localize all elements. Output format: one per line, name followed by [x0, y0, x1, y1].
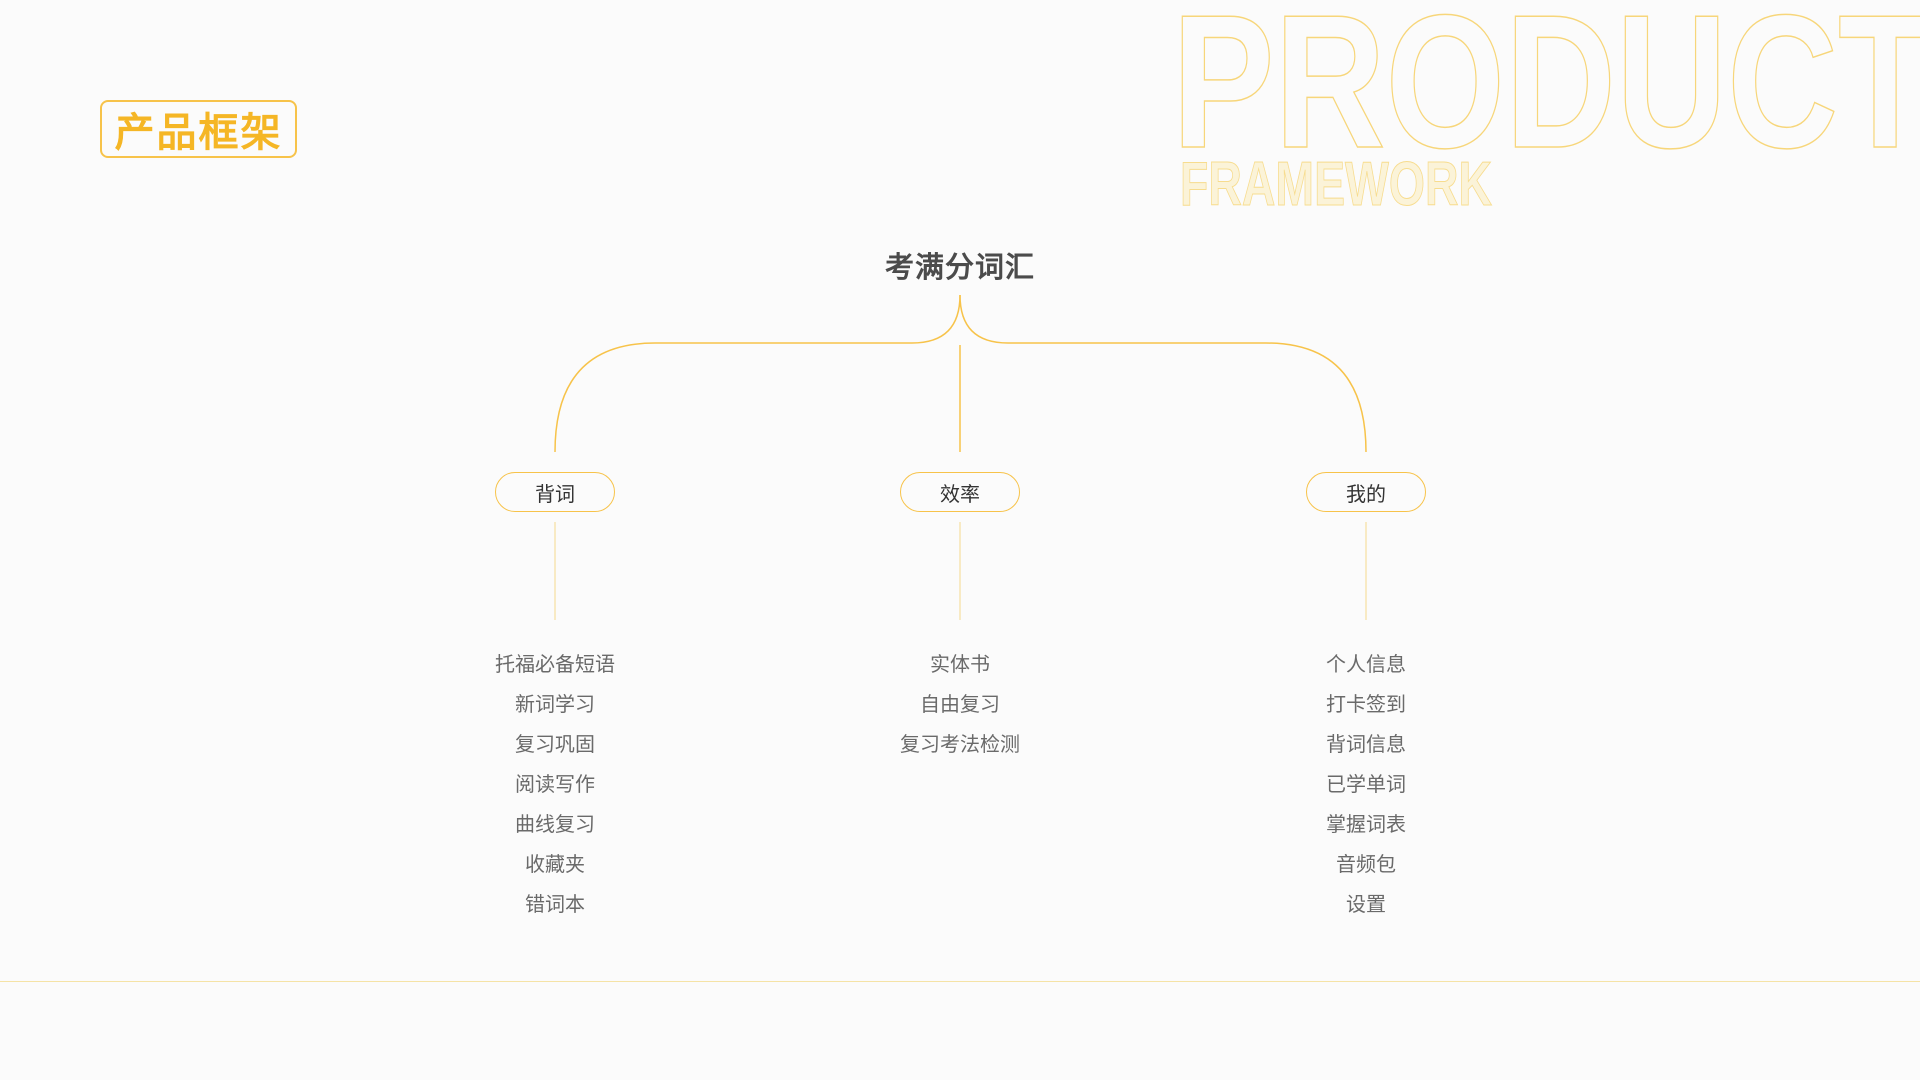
watermark-line-1: PRODUCT [1172, 0, 1920, 188]
leaf-item: 掌握词表 [1326, 812, 1406, 836]
leaf-item: 打卡签到 [1326, 692, 1406, 716]
leaf-item: 音频包 [1336, 852, 1396, 876]
section-tag: 产品框架 [100, 100, 297, 158]
leaf-item: 已学单词 [1326, 772, 1406, 796]
root-node: 考满分词汇 [884, 250, 1035, 284]
leaf-item: 背词信息 [1326, 732, 1406, 756]
branch-node-memorize: 背词 [495, 472, 615, 512]
leaf-item: 复习巩固 [515, 732, 595, 756]
branch-node-mine: 我的 [1306, 472, 1426, 512]
leaf-item: 个人信息 [1326, 652, 1406, 676]
leaf-item: 收藏夹 [525, 852, 585, 876]
leaf-item: 复习考法检测 [900, 732, 1020, 756]
leaf-item: 阅读写作 [515, 772, 595, 796]
connector-left-branch [554, 294, 961, 453]
leaf-item: 错词本 [525, 892, 585, 916]
leaf-list-mine: 个人信息 打卡签到 背词信息 已学单词 掌握词表 音频包 设置 [1246, 644, 1486, 924]
leaf-item: 设置 [1346, 892, 1386, 916]
leaf-list-efficiency: 实体书 自由复习 复习考法检测 [840, 644, 1080, 764]
watermark-line-2: FRAMEWORK [1180, 150, 1492, 219]
leaf-item: 实体书 [930, 652, 990, 676]
leaf-item: 曲线复习 [515, 812, 595, 836]
connector-right-branch [959, 294, 1367, 453]
leaf-item: 自由复习 [920, 692, 1000, 716]
footer-divider [0, 981, 1920, 982]
branch-node-efficiency: 效率 [900, 472, 1020, 512]
leaf-item: 托福必备短语 [495, 652, 615, 676]
leaf-item: 新词学习 [515, 692, 595, 716]
leaf-list-memorize: 托福必备短语 新词学习 复习巩固 阅读写作 曲线复习 收藏夹 错词本 [435, 644, 675, 924]
watermark-product-framework: PRODUCT FRAMEWORK [1171, 0, 1920, 220]
